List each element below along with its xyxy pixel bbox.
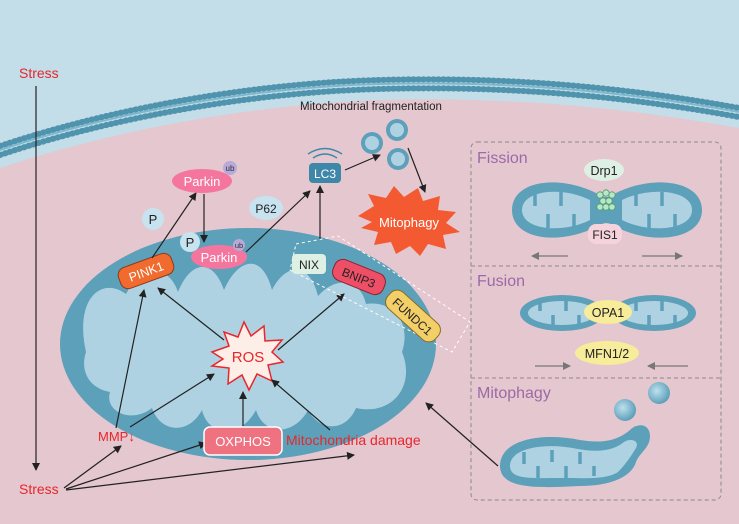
mitophagy-matrix xyxy=(510,440,637,479)
receptor-dashed-box xyxy=(289,235,471,353)
fis1-badge xyxy=(588,224,622,244)
phospho-label-top: P xyxy=(149,212,158,227)
ubiquitin-bottom xyxy=(233,239,245,251)
cell-membrane-outer xyxy=(0,76,739,149)
pink1-protein: PINK1 xyxy=(117,252,175,290)
mfn-label: MFN1/2 xyxy=(585,347,630,361)
arrow-stress-to-mmp xyxy=(63,445,122,489)
fragment-circle-2-inner xyxy=(390,123,404,137)
nix-label: NIX xyxy=(299,258,319,272)
mitophagy-crista-lines xyxy=(522,450,596,478)
ubiquitin-bottom-label: ub xyxy=(235,241,243,250)
fission-cristae-left xyxy=(522,191,590,229)
mfn-badge xyxy=(575,341,639,365)
stress-top-label: Stress xyxy=(19,65,59,81)
arrow-mitophagy-to-mitochondrion xyxy=(425,402,499,467)
lc3-label: LC3 xyxy=(314,167,336,181)
ros-burst xyxy=(209,320,285,392)
parkin-bottom-label: Parkin xyxy=(201,250,238,265)
phospho-circle-bottom xyxy=(180,232,200,252)
oxphos-box xyxy=(203,426,283,456)
arrow-stress-to-oxphos xyxy=(65,441,207,490)
parkin-top xyxy=(172,169,232,193)
fis1-label: FIS1 xyxy=(592,228,618,242)
mitophagy-burst-label: Mitophagy xyxy=(379,215,439,230)
oxphos-label: OXPHOS xyxy=(215,434,271,449)
opa1-label: OPA1 xyxy=(592,306,624,320)
drp1-badge xyxy=(584,159,624,181)
fusion-title: Fusion xyxy=(477,273,525,290)
ubiquitin-top xyxy=(223,161,237,175)
mito-damage-label: Mitochondria damage xyxy=(286,432,421,448)
mitophagy-panel-title: Mitophagy xyxy=(477,385,551,402)
mitophagy-vesicle-1 xyxy=(614,399,636,421)
cell-membrane-core xyxy=(0,82,739,151)
p62-circle xyxy=(249,196,283,220)
fusion-crista-lines xyxy=(538,301,677,325)
arrow-lc3-to-fragments xyxy=(344,154,381,171)
arrow-stress-to-damage xyxy=(65,451,355,491)
ubiquitin-top-label: ub xyxy=(226,164,235,173)
nix-box xyxy=(292,254,326,274)
arrow-mmp-to-ros xyxy=(129,373,215,428)
fission-title: Fission xyxy=(477,150,528,167)
drp1-label: Drp1 xyxy=(590,164,617,178)
drp1-ring xyxy=(596,189,616,211)
cell-membrane-inner xyxy=(0,85,739,158)
phospho-circle-top xyxy=(142,208,164,230)
p62-label: P62 xyxy=(255,202,277,216)
mitophagy-burst xyxy=(358,186,460,256)
lc3-box xyxy=(309,163,341,183)
dynamics-panel xyxy=(470,141,722,501)
mito-fragmentation-label: Mitochondrial fragmentation xyxy=(300,101,442,113)
parkin-top-label: Parkin xyxy=(184,174,221,189)
arrow-parkin-to-lc3 xyxy=(245,190,311,253)
arrow-ros-to-bnip3 xyxy=(277,293,345,351)
parkin-bottom xyxy=(191,245,247,269)
arrow-mmp-to-pink1 xyxy=(115,289,147,429)
arrow-ros-to-pink1 xyxy=(157,287,225,341)
opa1-badge xyxy=(584,300,632,324)
phospho-label-bottom: P xyxy=(186,235,195,250)
stress-bottom-label: Stress xyxy=(19,481,59,497)
mmp-label: MMP↓ xyxy=(98,429,135,444)
fragment-circle-1-inner xyxy=(365,136,379,150)
arrow-pink1-to-parkin xyxy=(151,192,197,259)
fragment-circle-3-inner xyxy=(391,152,405,166)
arrow-fragments-to-mitophagy xyxy=(407,147,427,193)
arrow-damage-to-ros xyxy=(271,379,331,431)
lc3-signal-wave-2 xyxy=(307,147,343,155)
ros-label: ROS xyxy=(232,349,265,366)
fission-crista-lines xyxy=(533,192,677,228)
fission-cristae-right xyxy=(622,191,692,229)
lc3-signal-wave-1 xyxy=(312,153,338,159)
mitophagy-vesicle-2 xyxy=(648,382,670,404)
